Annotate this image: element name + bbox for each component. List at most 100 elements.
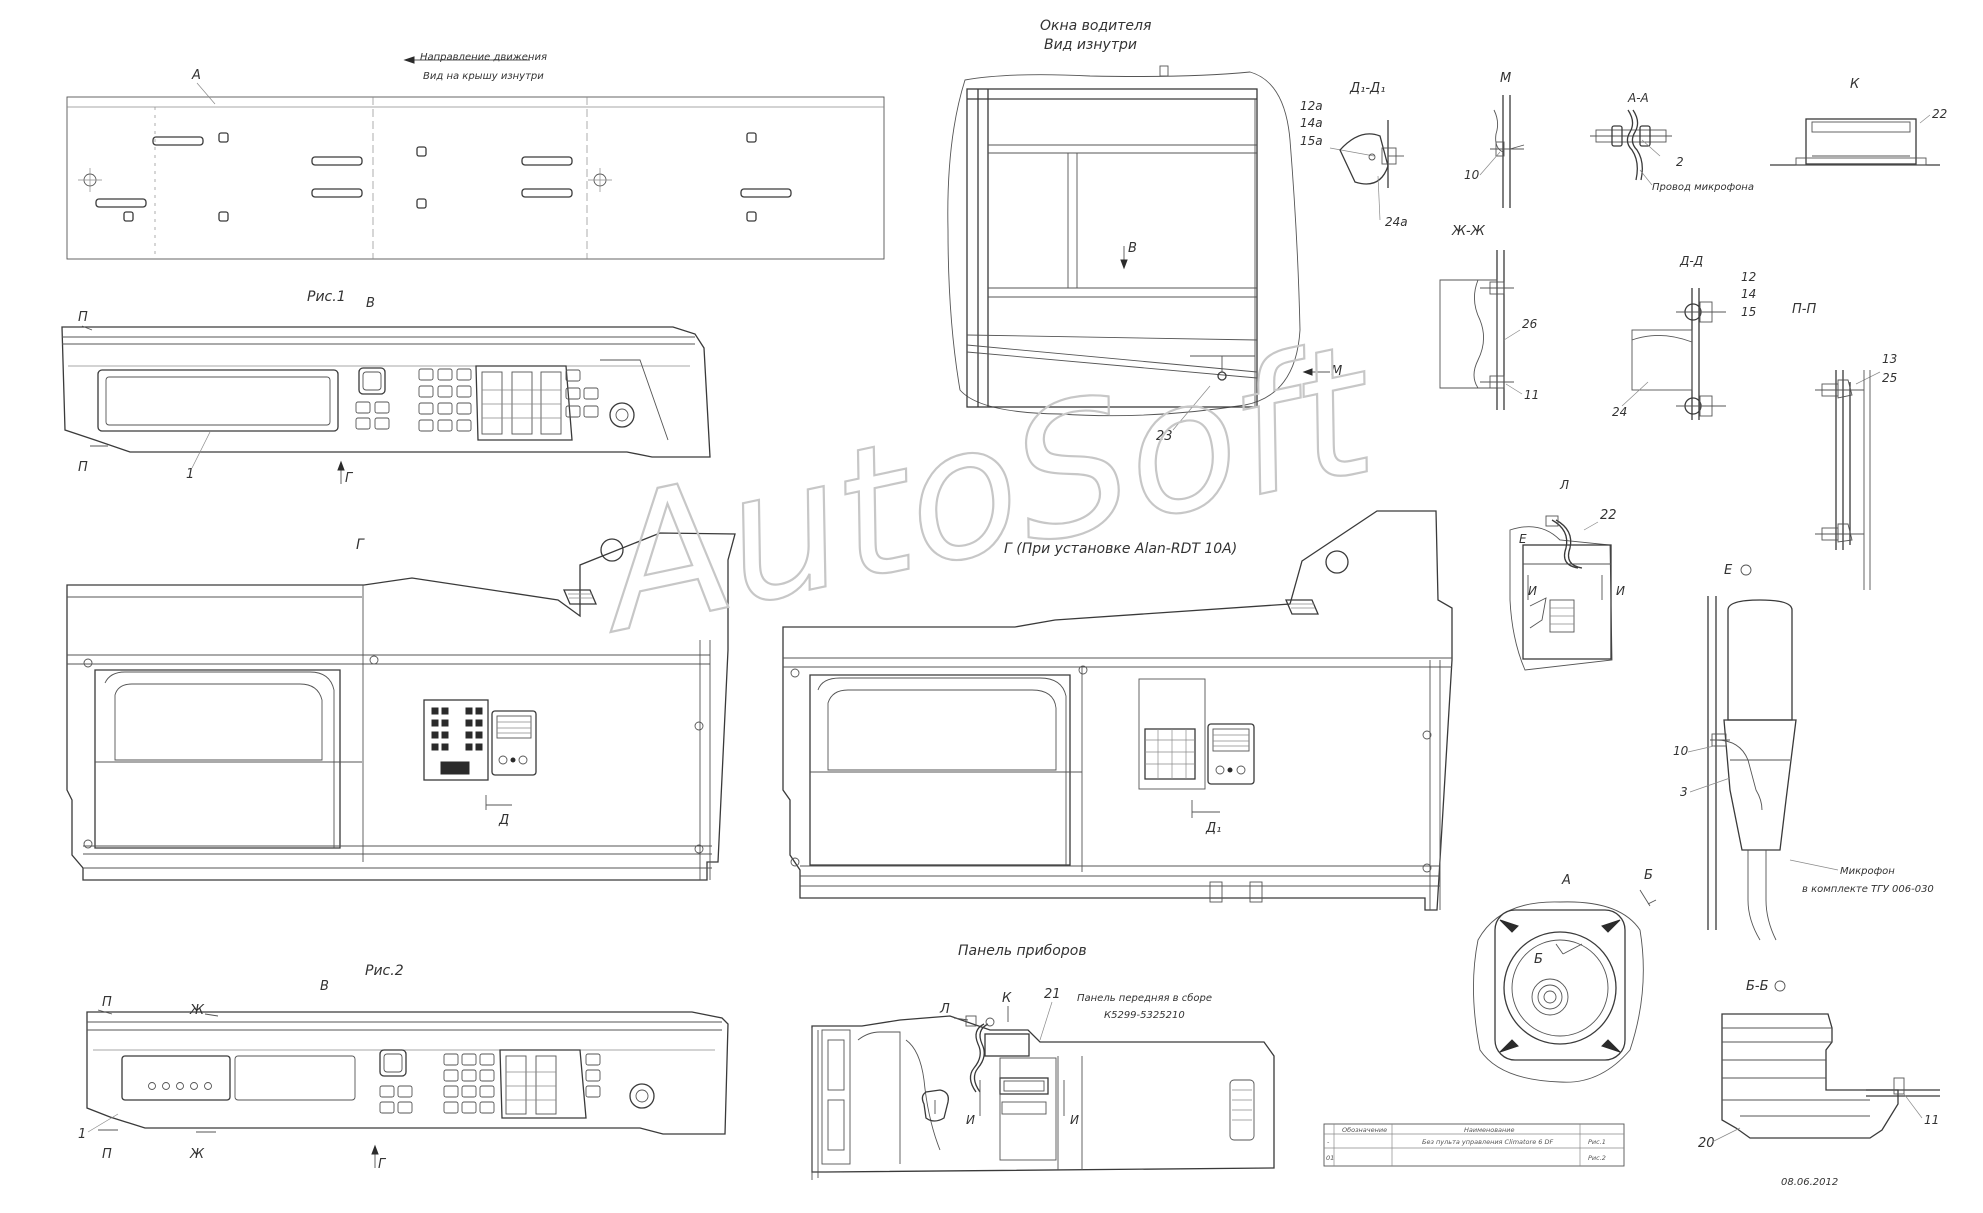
- title-block-row2-pos: 01: [1326, 1154, 1334, 1162]
- watermark: AutoSoft: [576, 305, 1395, 674]
- title-block-row1-name: Без пульта управления Climatore 6 DF: [1422, 1138, 1553, 1146]
- detail-dd: Д-Д 12 14 15 24: [1612, 254, 1756, 420]
- detail-d1-pos-24a: 24а: [1385, 215, 1408, 229]
- detail-m-pos-10: 10: [1464, 168, 1480, 182]
- driver-window-subtitle: Вид изнутри: [1044, 37, 1137, 53]
- detail-zh: Ж-Ж 26 11: [1439, 224, 1539, 410]
- detail-pp-pos-13: 13: [1882, 352, 1897, 366]
- detail-d1-pos-15a: 15а: [1300, 134, 1323, 148]
- instrument-panel-marker-l: Л: [939, 1002, 950, 1017]
- roof-view-label: Вид на крышу изнутри: [423, 71, 544, 82]
- fig1-dashboard: Рис.1 В П П 1 Г: [61, 289, 711, 486]
- detail-dd-pos-15: 15: [1741, 305, 1756, 319]
- detail-e-title: Е: [1724, 563, 1733, 578]
- driver-window-marker-v: В: [1128, 241, 1137, 256]
- detail-k-title: К: [1850, 77, 1860, 92]
- detail-dd-pos-12: 12: [1741, 270, 1756, 284]
- detail-l-marker-i2: И: [1616, 584, 1625, 598]
- section-bb-pos-20: 20: [1698, 1136, 1715, 1151]
- title-block-row2-fig: Рис.2: [1588, 1154, 1606, 1162]
- instrument-panel-note-2: К5299-5325210: [1104, 1010, 1185, 1021]
- detail-e-pos-3: 3: [1680, 785, 1688, 799]
- instrument-panel-note-1: Панель передняя в сборе: [1077, 992, 1212, 1004]
- detail-e: Е 10 3 Микрофон в комплекте ТГУ 006-030: [1673, 563, 1934, 941]
- detail-pp-pos-25: 25: [1882, 371, 1897, 385]
- detail-aa-title: А-А: [1627, 91, 1649, 105]
- fig2-pos-1: 1: [78, 1127, 86, 1142]
- speaker-a-title: А: [1561, 873, 1571, 888]
- instrument-panel: Панель приборов Л К 21 Панель передняя в…: [811, 943, 1275, 1180]
- fig2-marker-p-bottom: П: [102, 1147, 112, 1162]
- driver-window-title: Окна водителя: [1040, 18, 1151, 34]
- fig1-view: В: [366, 296, 375, 311]
- detail-e-mic-label: Микрофон: [1840, 866, 1895, 877]
- detail-l-title: Л: [1559, 478, 1569, 492]
- detail-aa: А-А 2 Провод микрофона: [1590, 91, 1754, 193]
- detail-m-title: М: [1500, 71, 1511, 86]
- view-g-alan: Г (При установке Alan-RDT 10A) Д₁: [782, 510, 1453, 911]
- view-g-alan-marker-d1: Д₁: [1205, 821, 1221, 836]
- roof-view: А Направление движения Вид на крышу изну…: [66, 52, 885, 260]
- fig1-marker-p: П: [78, 310, 88, 325]
- view-g: Г Д: [66, 532, 736, 881]
- detail-l-marker-i: И: [1528, 584, 1537, 598]
- detail-k: К 22: [1770, 77, 1947, 166]
- title-block-row1-fig: Рис.1: [1588, 1138, 1606, 1146]
- detail-zh-pos-11: 11: [1524, 388, 1539, 402]
- detail-aa-pos-2: 2: [1676, 155, 1684, 169]
- detail-k-pos-22: 22: [1932, 107, 1947, 121]
- detail-dd-title: Д-Д: [1679, 254, 1703, 268]
- title-block-row1-pos: -: [1327, 1138, 1330, 1146]
- fig2-marker-zh: Ж: [189, 1003, 205, 1018]
- fig2-marker-p: П: [102, 995, 112, 1010]
- view-g-title: Г: [356, 537, 365, 553]
- roof-direction-label: Направление движения: [420, 52, 547, 63]
- driver-window-marker-m: М: [1331, 364, 1342, 379]
- detail-dd-pos-14: 14: [1741, 287, 1756, 301]
- view-g-marker-d: Д: [498, 813, 509, 828]
- instrument-panel-pos-21: 21: [1044, 987, 1061, 1002]
- detail-zh-pos-26: 26: [1522, 317, 1538, 331]
- detail-pp: П-П 13 25: [1792, 302, 1897, 590]
- section-bb: Б-Б 20 11: [1698, 979, 1940, 1151]
- view-g-fuse-block: [431, 707, 483, 775]
- fig2-marker-zh-bottom: Ж: [189, 1147, 205, 1162]
- speaker-grille: [1531, 978, 1569, 1016]
- fig1-marker-p-bottom: П: [78, 460, 88, 475]
- sheet-date: 08.06.2012: [1781, 1177, 1838, 1188]
- speaker-a: А Б Б: [1473, 868, 1657, 1083]
- fig2-view: В: [320, 979, 329, 994]
- detail-d1: Д₁-Д₁ 12а 14а 15а 24а: [1300, 81, 1408, 229]
- fig1-marker-g: Г: [345, 471, 354, 486]
- detail-dd-pos-24: 24: [1612, 405, 1627, 419]
- detail-d1-pos-12a: 12а: [1300, 99, 1323, 113]
- detail-d1-pos-14a: 14а: [1300, 116, 1323, 130]
- detail-e-mic-kit: в комплекте ТГУ 006-030: [1802, 884, 1934, 895]
- fig2-dashboard: Рис.2 В П Ж 1 П Ж Г: [78, 963, 729, 1172]
- roof-marker-a: А: [191, 68, 201, 83]
- instrument-panel-marker-i2: И: [1070, 1113, 1079, 1127]
- fig1-pos-1: 1: [186, 467, 194, 482]
- title-block-header-name: Наименование: [1464, 1126, 1515, 1134]
- title-block-header-designation: Обозначение: [1342, 1126, 1387, 1134]
- section-bb-pos-11: 11: [1924, 1113, 1939, 1127]
- detail-l-marker-e: Е: [1519, 532, 1527, 546]
- speaker-marker-b: Б: [1534, 952, 1543, 967]
- detail-e-pos-10: 10: [1673, 744, 1689, 758]
- detail-d1-title: Д₁-Д₁: [1349, 81, 1385, 96]
- driver-window-pos-23: 23: [1156, 429, 1173, 444]
- title-block: Обозначение Наименование - Без пульта уп…: [1323, 1123, 1625, 1167]
- detail-m: М 10: [1464, 71, 1525, 208]
- fig2-title: Рис.2: [365, 963, 404, 979]
- detail-zh-title: Ж-Ж: [1451, 224, 1486, 239]
- driver-window: Окна водителя Вид изнутри В М 23: [947, 18, 1342, 444]
- instrument-panel-marker-i: И: [966, 1113, 975, 1127]
- fig1-title: Рис.1: [307, 289, 346, 305]
- fig2-marker-g: Г: [378, 1157, 387, 1172]
- instrument-panel-title: Панель приборов: [958, 943, 1087, 959]
- detail-aa-wire-label: Провод микрофона: [1652, 182, 1754, 193]
- view-g-alan-title: Г (При установке Alan-RDT 10A): [1004, 541, 1237, 557]
- speaker-marker-b2: Б: [1644, 868, 1653, 883]
- instrument-panel-marker-k: К: [1002, 991, 1012, 1006]
